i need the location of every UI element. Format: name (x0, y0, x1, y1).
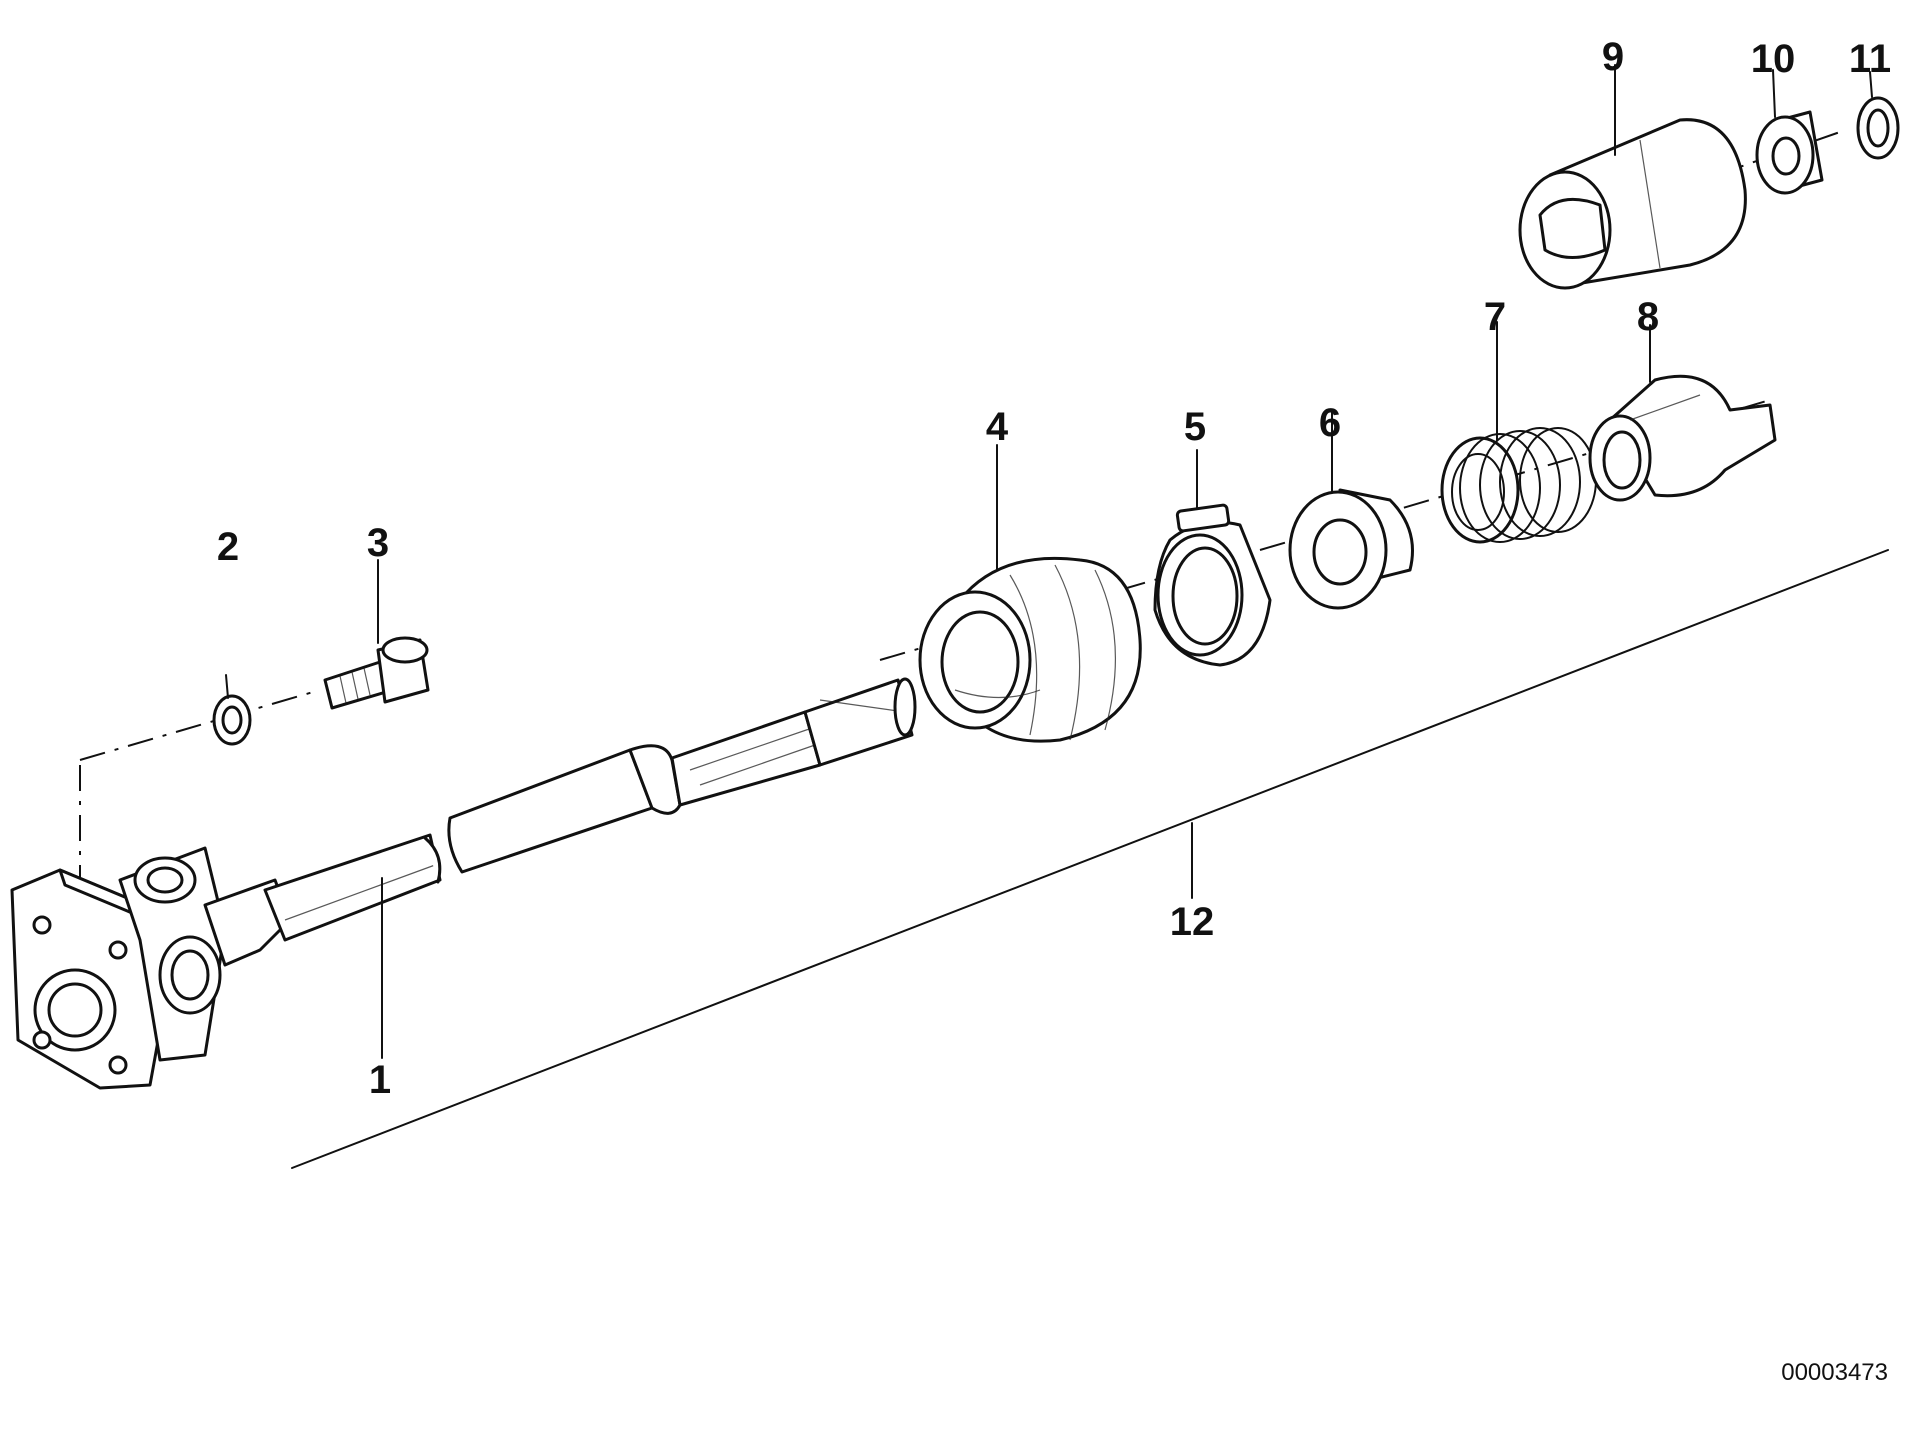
clamp-bolt-drawing (323, 559, 430, 710)
circlip-drawing (1856, 71, 1900, 160)
callout-3: 3 (367, 521, 389, 565)
steering-shaft-drawing (10, 833, 442, 1090)
thrust-ring-drawing (1755, 69, 1824, 195)
rubber-boot-drawing (918, 444, 1142, 743)
splined-sleeve-drawing (1588, 324, 1777, 502)
callout-7: 7 (1484, 295, 1506, 339)
compression-spring-drawing (1440, 321, 1597, 544)
callout-5: 5 (1184, 405, 1206, 449)
lock-washer-drawing (212, 674, 252, 746)
slotted-sleeve-drawing (1518, 64, 1747, 290)
callout-4: 4 (986, 405, 1009, 449)
callouts: 1 2 3 4 5 6 7 8 9 10 11 12 (217, 35, 1891, 1102)
callout-2: 2 (217, 525, 239, 569)
callout-6: 6 (1319, 401, 1341, 445)
callout-9: 9 (1602, 35, 1624, 79)
part-12-bracket-line (291, 549, 1889, 1169)
callout-10: 10 (1751, 37, 1796, 81)
upper-shaft-drawing (447, 677, 917, 874)
bushing-drawing (1288, 409, 1414, 610)
callout-1: 1 (369, 1058, 391, 1102)
drawing-number: 00003473 (1781, 1359, 1888, 1386)
hose-clamp-drawing (1153, 449, 1272, 667)
callout-12: 12 (1170, 900, 1215, 944)
callout-8: 8 (1637, 295, 1659, 339)
callout-11: 11 (1849, 37, 1891, 81)
